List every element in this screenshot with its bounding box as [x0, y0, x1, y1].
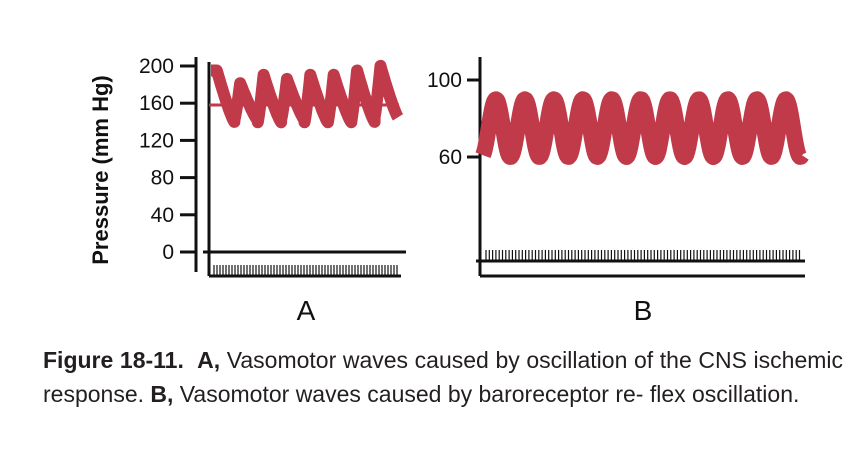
caption-b-text: Vasomotor waves caused by baroreceptor r…	[173, 381, 800, 407]
panel-b-label: B	[634, 295, 653, 326]
panel-a-y-tick-label: 160	[139, 92, 174, 115]
panel-b-y-tick-label: 100	[427, 69, 462, 92]
panel-a-wave	[206, 59, 404, 129]
panel-a-y-tick-label: 40	[151, 204, 174, 227]
caption-a-text: Vasomotor waves caused by oscillation of…	[43, 347, 844, 407]
panel-b-y-tick-label: 60	[439, 146, 462, 169]
caption-label: Figure 18-11.	[43, 347, 184, 373]
panel-b: 60 100 B	[427, 57, 809, 326]
figure: Pressure (mm Hg) 0 40 80 120 160 200 A 60 100 …	[88, 55, 809, 326]
panel-a-y-tick-label: 120	[139, 129, 174, 152]
figure-caption: Figure 18-11. A, Vasomotor waves caused …	[43, 343, 843, 411]
panel-a-y-tick-label: 80	[151, 167, 174, 190]
panel-b-wave	[475, 91, 809, 165]
caption-a-mark: A,	[197, 347, 221, 373]
panel-a-label: A	[297, 295, 316, 326]
caption-b-mark: B,	[150, 381, 174, 407]
panel-a: Pressure (mm Hg) 0 40 80 120 160 200 A	[88, 55, 406, 326]
panel-a-y-tick-label: 200	[139, 55, 174, 78]
panel-a-y-tick-label: 0	[162, 241, 174, 264]
y-axis-title: Pressure (mm Hg)	[88, 75, 113, 265]
